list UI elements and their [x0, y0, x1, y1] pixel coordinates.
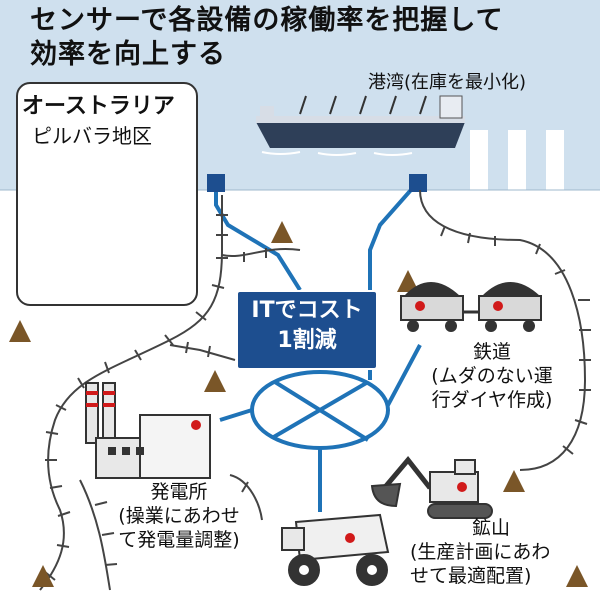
map-region-label: ピルバラ地区	[32, 124, 152, 148]
it-cost-badge: ITでコスト 1割減	[236, 290, 378, 370]
railway-ties	[44, 214, 591, 581]
mountain-icon	[204, 370, 226, 392]
mountain-icon	[397, 270, 419, 292]
port-junction-right	[409, 174, 427, 192]
mine-desc-2: せて最適配置)	[410, 565, 532, 587]
power-plant-desc-1: (操業にあわせ	[118, 505, 240, 527]
ship-icon	[256, 95, 465, 156]
it-network	[214, 180, 422, 512]
mountain-icon	[566, 565, 588, 587]
mountain-icon	[271, 221, 293, 243]
title-line-2: 効率を向上する	[30, 39, 226, 70]
port-label: 港湾(在庫を最小化)	[368, 72, 527, 93]
title-line-1: センサーで各設備の稼働率を把握して	[30, 5, 504, 36]
mine-label: 鉱山 (生産計画にあわ せて最適配置)	[410, 516, 550, 588]
power-plant-icon	[85, 382, 211, 479]
railway-name: 鉄道	[472, 341, 511, 363]
mine-desc-1: (生産計画にあわ	[410, 541, 551, 563]
dump-truck-icon	[281, 513, 390, 586]
railway-label: 鉄道 (ムダのない運 行ダイヤ作成)	[412, 340, 572, 412]
power-plant-desc-2: て発電量調整)	[118, 529, 240, 551]
excavator-icon	[370, 456, 493, 519]
map-inset	[16, 82, 198, 306]
map-country-label: オーストラリア	[22, 94, 175, 119]
train-icon	[400, 282, 542, 332]
badge-line-1: ITでコスト	[251, 298, 363, 323]
mine-name: 鉱山	[472, 517, 511, 539]
mountain-icon	[9, 320, 31, 342]
page-title: センサーで各設備の稼働率を把握して 効率を向上する	[30, 4, 504, 72]
power-plant-label: 発電所 (操業にあわせ て発電量調整)	[104, 480, 254, 552]
mountain-icon	[503, 470, 525, 492]
mountain-icon	[32, 565, 54, 587]
badge-line-2: 1割減	[277, 328, 337, 353]
railway-desc-1: (ムダのない運	[431, 365, 553, 387]
port-junction-left	[207, 174, 225, 192]
power-plant-name: 発電所	[150, 481, 208, 503]
railway-desc-2: 行ダイヤ作成)	[431, 389, 553, 411]
